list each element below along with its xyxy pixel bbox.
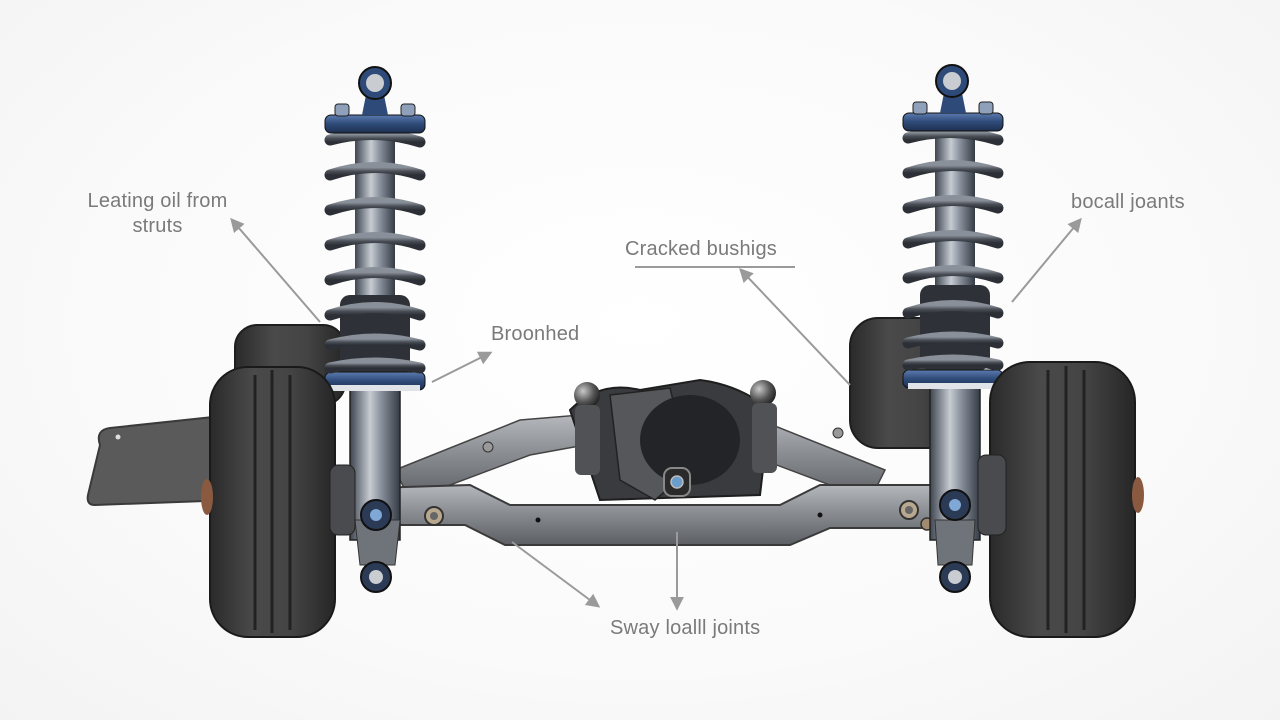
- arrow-sway-left: [511, 541, 601, 608]
- annotation-arrows: [230, 217, 1082, 611]
- label-leaking-oil: Leating oil from struts: [70, 189, 245, 239]
- right-strut: [902, 64, 1004, 593]
- label-cracked-bushings: Cracked bushigs: [625, 238, 777, 260]
- left-strut: [324, 66, 426, 593]
- label-broken: Broonhed: [491, 323, 580, 345]
- label-ball-joints: bocall joants: [1071, 191, 1185, 213]
- arrow-ball-joints: [1011, 217, 1082, 303]
- arrow-broken: [431, 351, 493, 383]
- arrow-cracked-bushings: [739, 267, 851, 386]
- right-front-tire: [977, 361, 1144, 638]
- arrow-leaking-oil: [230, 217, 321, 323]
- label-leaking-oil-line2: struts: [132, 215, 183, 237]
- differential: [482, 378, 844, 502]
- label-sway-ball-joints: Sway loalll joints: [610, 617, 761, 639]
- left-front-tire: [201, 366, 356, 638]
- label-leaking-oil-line1: Leating oil from: [87, 190, 228, 212]
